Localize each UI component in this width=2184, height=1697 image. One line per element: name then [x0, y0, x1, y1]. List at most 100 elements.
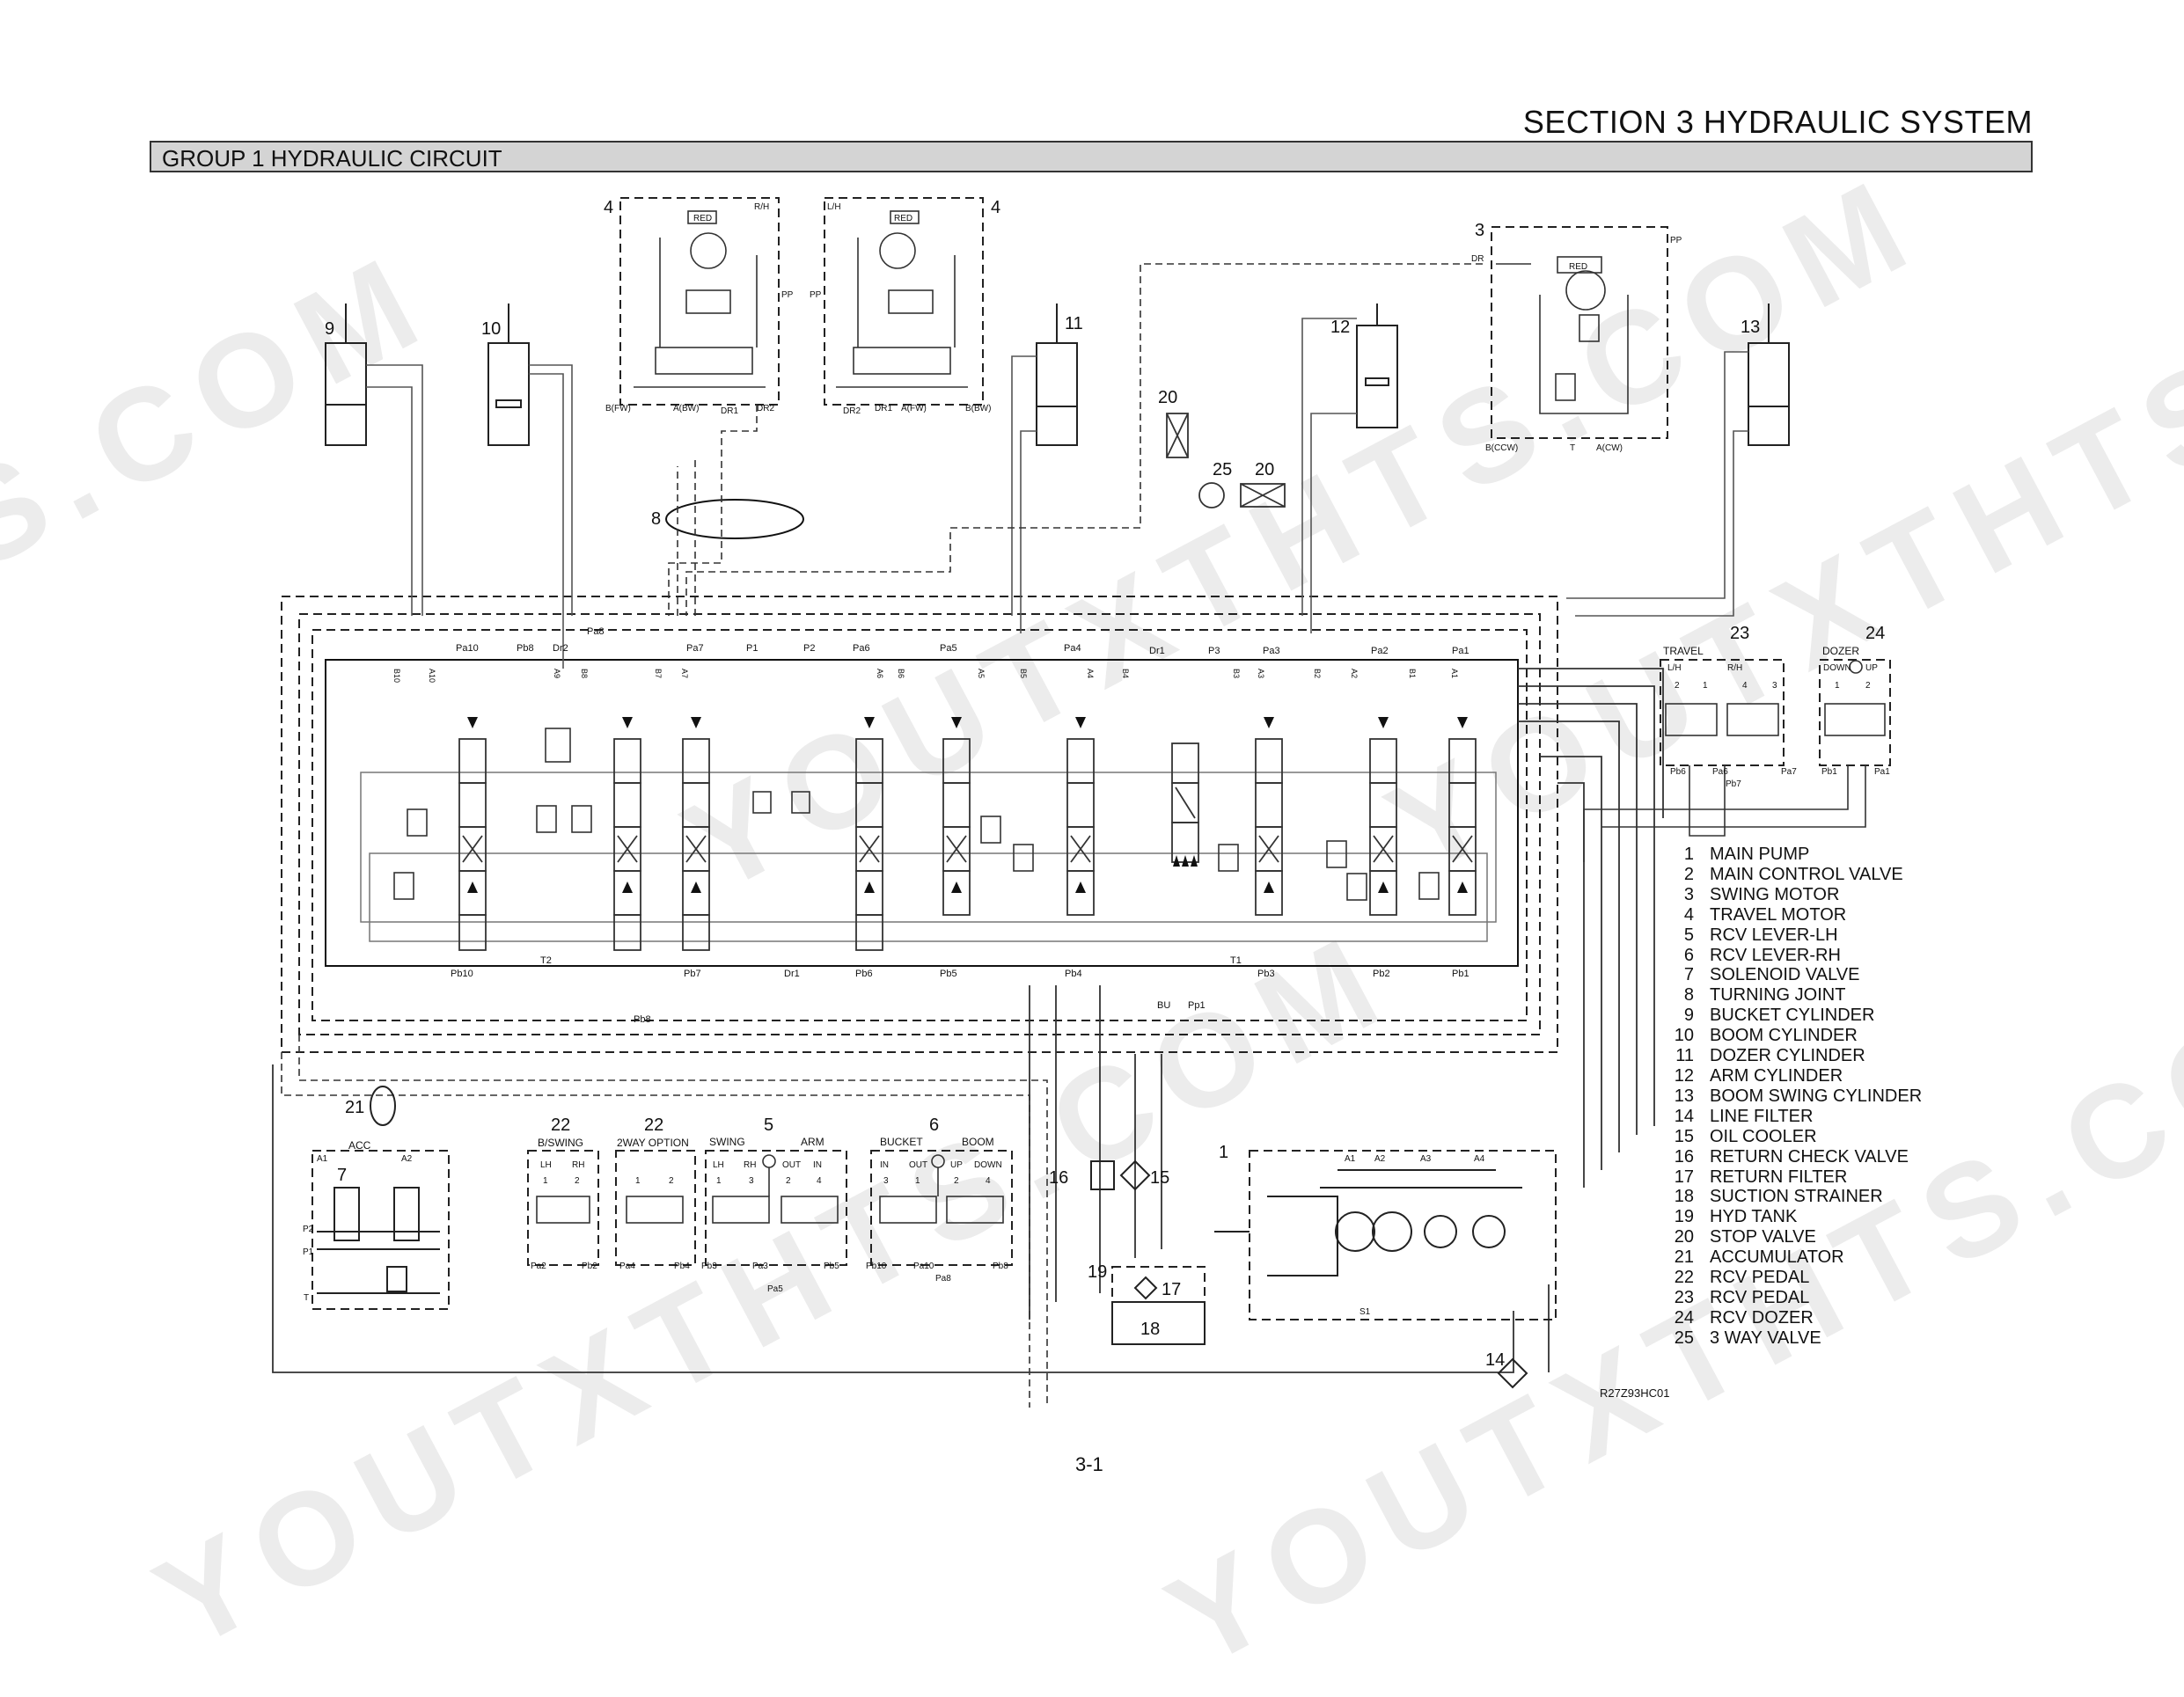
legend-name: RCV LEVER-RH [1710, 945, 1841, 965]
legend-number: 11 [1675, 1046, 1694, 1066]
spool-a2: A2 [1350, 669, 1359, 678]
stop-valve-2 [1240, 483, 1286, 508]
sw-2: 2 [786, 1176, 791, 1186]
spool-b3: B3 [1232, 669, 1241, 678]
tr-3: 3 [1772, 681, 1777, 691]
spool-section-1 [1448, 738, 1477, 916]
label-c17: 17 [1162, 1280, 1181, 1299]
travel-motor-lh-box [619, 197, 780, 406]
tr-pb6: Pb6 [1670, 767, 1686, 777]
legend-name: SWING MOTOR [1710, 884, 1840, 904]
rcv-lever-lh-box [705, 1150, 847, 1266]
legend-number: 2 [1683, 864, 1694, 884]
legend-row: 9 BUCKET CYLINDER [1669, 1006, 1922, 1026]
bucket-cylinder [325, 304, 367, 446]
spool-a7: A7 [680, 669, 689, 678]
rcv-pedal-bswing-box [527, 1150, 599, 1266]
legend-number: 17 [1674, 1167, 1694, 1187]
accumulator [370, 1086, 396, 1126]
legend-number: 25 [1674, 1328, 1694, 1348]
travel-motor-lh [690, 232, 727, 269]
port-pb8-bot: Pb8 [634, 1014, 651, 1025]
legend-name: BUCKET CYLINDER [1710, 1006, 1875, 1026]
label-c23: 23 [1730, 624, 1749, 643]
spool-b1: B1 [1408, 669, 1417, 678]
mcv-inner-line-2 [369, 852, 1488, 942]
spool-section-10 [458, 738, 487, 951]
title-bswing: B/SWING [538, 1137, 583, 1149]
pilot-arrows [467, 717, 1468, 893]
sol-a1: A1 [317, 1154, 328, 1164]
spool-section-6 [855, 738, 883, 951]
title-acc: ACC [348, 1139, 371, 1152]
port-pp1: Pp1 [1188, 1000, 1206, 1011]
legend-name: RCV PEDAL [1710, 1287, 1810, 1307]
legend-number: 23 [1674, 1287, 1694, 1307]
legend-number: 21 [1674, 1247, 1694, 1268]
legend-number: 9 [1683, 1006, 1694, 1026]
bs-rh: RH [572, 1160, 584, 1170]
mcv-outline-1 [281, 596, 1558, 1053]
rcv-lever-rh-box [870, 1150, 1013, 1266]
legend-name: SOLENOID VALVE [1710, 965, 1860, 985]
abw-left: A(BW) [673, 404, 699, 413]
tr-lh: L/H [1667, 663, 1682, 673]
sw-out: OUT [782, 1160, 801, 1170]
port-p2: P2 [803, 643, 815, 654]
mcv-body [325, 659, 1519, 967]
port-pa5: Pa5 [940, 643, 957, 654]
port-pb2: Pb2 [1373, 969, 1390, 979]
spool-b10: B10 [392, 669, 401, 683]
tr-2: 2 [1675, 681, 1680, 691]
hydraulic-circuit-diagram: 1 3 4 4 5 6 7 8 9 10 11 12 13 14 15 16 1… [272, 197, 1891, 1408]
port-pb6: Pb6 [855, 969, 873, 979]
legend-name: RETURN FILTER [1710, 1167, 1848, 1187]
sol-p1: P1 [303, 1247, 314, 1257]
port-pb5: Pb5 [940, 969, 957, 979]
dz-1: 1 [1835, 681, 1840, 691]
label-c13: 13 [1741, 318, 1760, 337]
sw-4: 4 [817, 1176, 822, 1186]
label-c21: 21 [345, 1098, 364, 1117]
legend-number: 3 [1683, 884, 1694, 904]
legend-name: RCV LEVER-LH [1710, 925, 1838, 945]
label-c20a: 20 [1158, 388, 1177, 407]
bk-4: 4 [986, 1176, 991, 1186]
tank-inner [1111, 1301, 1206, 1345]
legend-number: 10 [1674, 1026, 1694, 1046]
legend-number: 13 [1674, 1086, 1694, 1106]
bfw-left: B(FW) [605, 404, 631, 413]
pump-s1: S1 [1360, 1307, 1371, 1317]
dz-2: 2 [1865, 681, 1871, 691]
port-dr2: Dr2 [553, 643, 568, 654]
spool-b5: B5 [1019, 669, 1028, 678]
title-arm: ARM [801, 1136, 824, 1148]
legend-number: 7 [1683, 965, 1694, 985]
port-p3: P3 [1208, 646, 1220, 656]
legend-row: 7 SOLENOID VALVE [1669, 965, 1922, 985]
op-2: 2 [669, 1176, 674, 1186]
spool-a1: A1 [1450, 669, 1459, 678]
dr2-tm2: DR2 [843, 406, 861, 416]
legend-name: RCV DOZER [1710, 1307, 1814, 1328]
sw-3: 3 [749, 1176, 754, 1186]
bk-2: 2 [954, 1176, 959, 1186]
label-c24: 24 [1865, 624, 1885, 643]
bbw-right: B(BW) [965, 404, 991, 413]
afw-right: A(FW) [901, 404, 927, 413]
spool-section-9 [613, 738, 641, 951]
bk-up: UP [950, 1160, 963, 1170]
boom-swing-cylinder [1748, 304, 1790, 446]
tr-rh: R/H [1727, 663, 1742, 673]
port-p1: P1 [746, 643, 758, 654]
legend-name: ACCUMULATOR [1710, 1247, 1844, 1268]
red-left: RED [693, 214, 712, 223]
